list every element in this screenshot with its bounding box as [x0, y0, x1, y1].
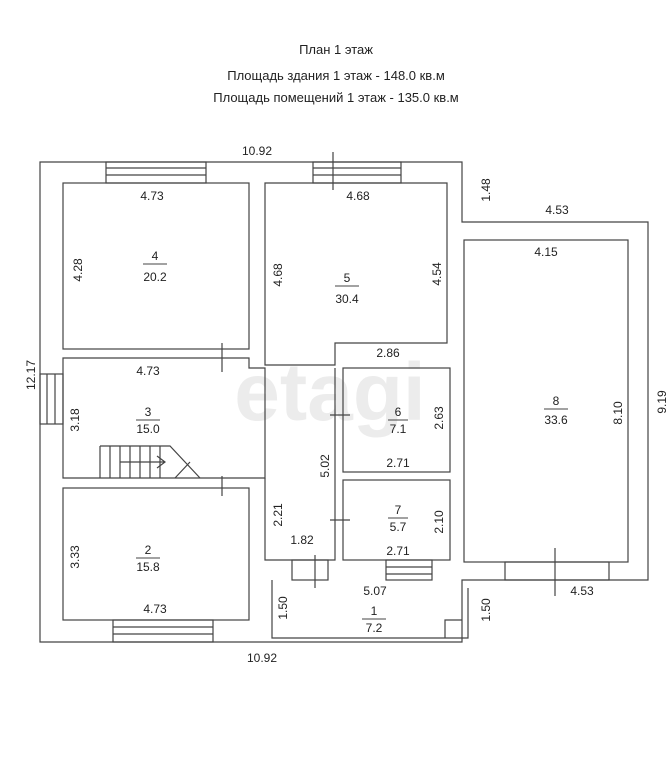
dim-porch-left-height: 1.50	[276, 596, 290, 620]
door-marks	[221, 343, 556, 596]
dim-corridor-width: 2.86	[376, 346, 400, 360]
room-8-outline	[463, 239, 629, 563]
dim-r8-width: 4.15	[534, 245, 558, 259]
dim-r3-height: 3.18	[68, 408, 82, 432]
window-room-4	[105, 161, 207, 184]
dim-r7-width: 2.71	[386, 544, 410, 558]
room-1-area: 7.2	[366, 621, 383, 635]
room-6-outline	[342, 367, 451, 473]
dim-r4-height: 4.28	[71, 258, 85, 282]
dim-notch-height: 1.48	[479, 178, 493, 202]
dim-top-total: 10.92	[242, 144, 272, 158]
dim-r7-height: 2.10	[432, 510, 446, 534]
window-room-5	[312, 152, 402, 190]
dim-r8-height: 8.10	[611, 401, 625, 425]
room-2-area: 15.8	[136, 560, 160, 574]
porch-outline	[271, 580, 469, 639]
room-3-outline	[62, 357, 266, 479]
dim-corridor-height: 5.02	[318, 454, 332, 478]
room-4-area: 20.2	[143, 270, 167, 284]
room-2-number: 2	[145, 543, 152, 557]
room-1-number: 1	[371, 604, 378, 618]
dim-right-total: 9.19	[655, 390, 669, 414]
room-5-number: 5	[344, 271, 351, 285]
porch-inner	[444, 619, 462, 638]
rooms-area-label: Площадь помещений 1 этаж - 135.0 кв.м	[213, 90, 459, 105]
dim-hall-width: 1.82	[290, 533, 314, 547]
dim-r6-width: 2.71	[386, 456, 410, 470]
dim-porch-right-height: 1.50	[479, 598, 493, 622]
room-5-outline	[264, 182, 448, 366]
room-3-number: 3	[145, 405, 152, 419]
dim-r5-left-height: 4.68	[271, 263, 285, 287]
room-5-area: 30.4	[335, 292, 359, 306]
dim-r2-width: 4.73	[143, 602, 167, 616]
window-room-2	[112, 619, 214, 643]
window-room-8	[504, 561, 610, 581]
dim-ext-width-bottom: 4.53	[570, 584, 594, 598]
room-7-area: 5.7	[390, 520, 407, 534]
dim-r5-width: 4.68	[346, 189, 370, 203]
room-8-number: 8	[553, 394, 560, 408]
stair-arrow	[120, 455, 166, 469]
dim-left-total: 12.17	[24, 360, 38, 390]
room-4-outline	[62, 182, 250, 350]
window-room-7	[385, 559, 433, 581]
dim-bottom-total: 10.92	[247, 651, 277, 665]
room-2-outline	[62, 487, 250, 621]
plan-title: План 1 этаж	[299, 42, 373, 57]
room-6-number: 6	[395, 405, 402, 419]
room-8-area: 33.6	[544, 413, 568, 427]
room-4-number: 4	[152, 249, 159, 263]
dim-r6-height: 2.63	[432, 406, 446, 430]
dim-hall-height: 2.21	[271, 503, 285, 527]
watermark-logo: etagi	[234, 347, 425, 438]
dim-r5-right-height: 4.54	[430, 262, 444, 286]
dim-r4-width: 4.73	[140, 189, 164, 203]
window-room-3	[39, 373, 64, 425]
room-6-area: 7.1	[390, 422, 407, 436]
hall-opening	[291, 559, 329, 581]
room-3-area: 15.0	[136, 422, 160, 436]
dim-r3-width: 4.73	[136, 364, 160, 378]
dim-ext-width: 4.53	[545, 203, 569, 217]
dim-porch-width: 5.07	[363, 584, 387, 598]
building-area-label: Площадь здания 1 этаж - 148.0 кв.м	[227, 68, 445, 83]
room-7-number: 7	[395, 503, 402, 517]
dim-r2-height: 3.33	[68, 545, 82, 569]
